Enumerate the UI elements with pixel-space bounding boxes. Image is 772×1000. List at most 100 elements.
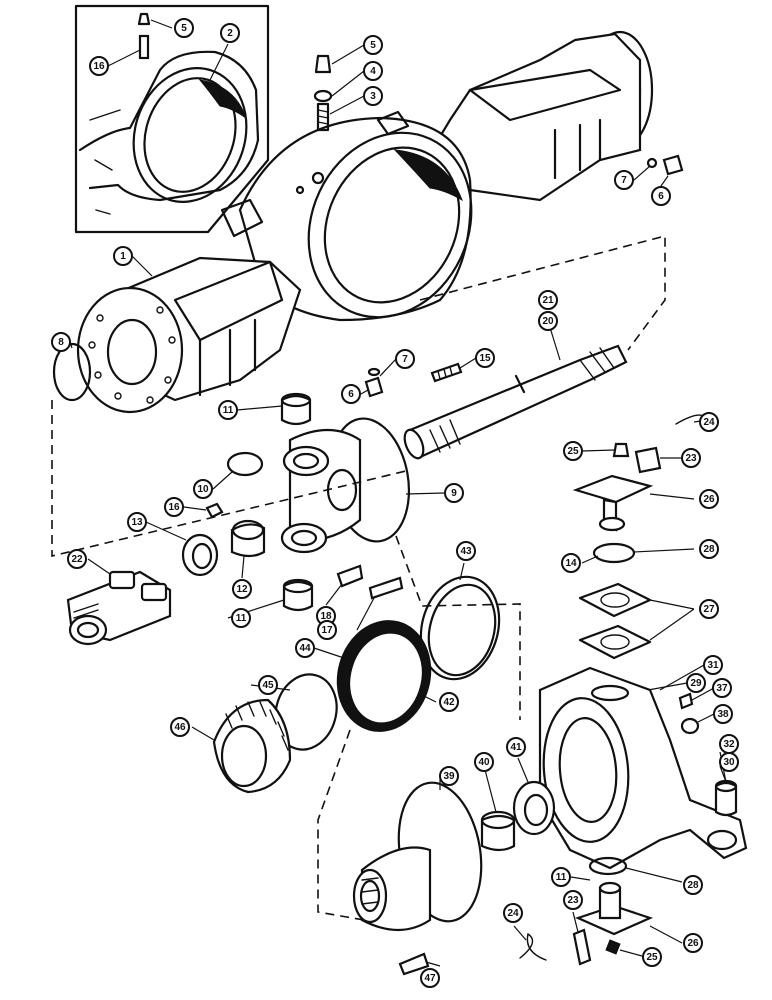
callout-number: 11 — [223, 405, 234, 416]
callout-number: 26 — [687, 938, 699, 949]
callout-23: 23 — [563, 890, 583, 910]
callout-39: 39 — [439, 766, 459, 786]
callout-circle — [341, 384, 361, 404]
callout-number: 16 — [168, 502, 180, 513]
cap-screw-18 — [336, 564, 364, 588]
callout-number: 25 — [646, 952, 658, 963]
callout-circle — [170, 717, 190, 737]
assembly-dashed-lines — [51, 234, 666, 921]
callout-number: 28 — [687, 880, 699, 891]
callout-circle — [651, 186, 671, 206]
fill-plug-right — [646, 154, 684, 176]
callout-number: 40 — [478, 757, 490, 768]
callout-18: 18 — [316, 606, 336, 626]
callout-number: 15 — [479, 353, 491, 364]
callout-25: 25 — [642, 947, 662, 967]
callout-43: 43 — [456, 541, 476, 561]
callout-29: 29 — [686, 673, 706, 693]
callout-number: 5 — [370, 40, 376, 51]
axle-shaft — [403, 344, 628, 460]
callout-number: 32 — [723, 739, 735, 750]
callout-24: 24 — [699, 412, 719, 432]
callout-2: 2 — [220, 23, 240, 43]
callout-circle — [51, 332, 71, 352]
callout-number: 18 — [320, 611, 332, 622]
shim-28-lower — [588, 856, 628, 876]
callout-number: 10 — [197, 484, 209, 495]
plug-disc — [226, 451, 264, 477]
bearing-cone-46 — [212, 698, 292, 794]
callout-circle — [89, 56, 109, 76]
callout-circle — [561, 553, 581, 573]
callout-circle — [563, 890, 583, 910]
callout-number: 41 — [510, 742, 522, 753]
callout-circle — [681, 448, 701, 468]
callout-circle — [642, 947, 662, 967]
callout-circle — [258, 675, 278, 695]
seal-41 — [512, 780, 556, 836]
callout-4: 4 — [363, 61, 383, 81]
callout-11: 11 — [218, 400, 238, 420]
callout-circle — [699, 489, 719, 509]
callout-5: 5 — [174, 18, 194, 38]
callout-number: 39 — [443, 771, 455, 782]
callout-circle — [220, 23, 240, 43]
callout-number: 31 — [707, 660, 719, 671]
callout-circle — [683, 875, 703, 895]
kingpin-cap-top — [572, 474, 654, 532]
callout-37: 37 — [712, 678, 732, 698]
callout-circle — [686, 673, 706, 693]
bushing-upper — [280, 392, 312, 426]
seal-13 — [181, 533, 219, 577]
seal-44 — [336, 620, 432, 732]
callout-number: 9 — [451, 488, 457, 499]
wheel-hub-39 — [352, 781, 483, 931]
callout-number: 45 — [262, 680, 274, 691]
callout-17: 17 — [317, 620, 337, 640]
race-45 — [274, 673, 338, 751]
callout-circle — [218, 400, 238, 420]
callout-8: 8 — [51, 332, 71, 352]
axle-housing — [76, 30, 654, 414]
callout-number: 13 — [131, 517, 143, 528]
callout-number: 46 — [174, 722, 186, 733]
callout-number: 8 — [58, 337, 64, 348]
callout-1: 1 — [113, 246, 133, 266]
callout-circle — [712, 678, 732, 698]
callout-21: 21 — [538, 290, 558, 310]
callout-number: 6 — [348, 389, 354, 400]
callout-28: 28 — [683, 875, 703, 895]
callout-number: 5 — [181, 23, 187, 34]
callout-circle — [456, 541, 476, 561]
callout-number: 23 — [685, 453, 697, 464]
callout-number: 11 — [556, 872, 567, 883]
callout-7: 7 — [614, 170, 634, 190]
callout-number: 6 — [658, 191, 664, 202]
callout-circle — [719, 752, 739, 772]
callout-circle — [506, 737, 526, 757]
inset-dowel-pin — [138, 34, 150, 60]
callout-22: 22 — [67, 549, 87, 569]
callout-number: 1 — [120, 251, 126, 262]
callout-circle — [699, 539, 719, 559]
callout-30: 30 — [719, 752, 739, 772]
cap-screw-23-lower — [572, 928, 592, 966]
callout-32: 32 — [719, 734, 739, 754]
callout-number: 22 — [71, 554, 83, 565]
callout-16: 16 — [164, 497, 184, 517]
callout-26: 26 — [699, 489, 719, 509]
trunnion-yoke — [280, 417, 411, 554]
hex-nut — [205, 502, 224, 519]
gaskets-27 — [578, 582, 652, 660]
callout-number: 30 — [723, 757, 735, 768]
callout-circle — [538, 290, 558, 310]
callout-14: 14 — [561, 553, 581, 573]
callout-24: 24 — [503, 903, 523, 923]
callout-circle — [475, 348, 495, 368]
callout-27: 27 — [699, 599, 719, 619]
bushing-lower — [282, 578, 314, 612]
callout-circle — [113, 246, 133, 266]
callout-circle — [563, 441, 583, 461]
callout-6: 6 — [651, 186, 671, 206]
